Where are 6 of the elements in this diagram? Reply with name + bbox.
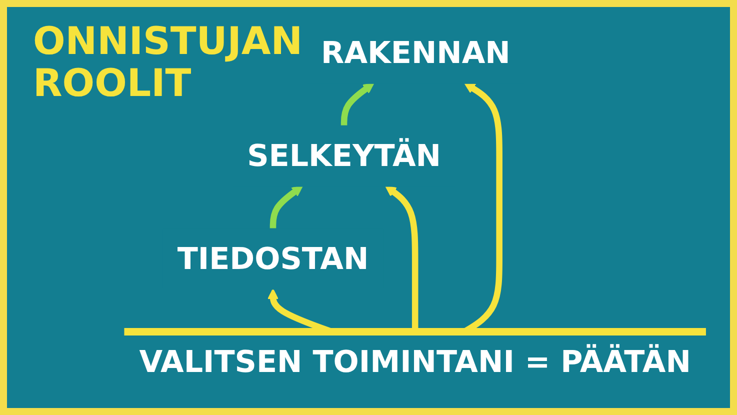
- title: ONNISTUJAN ROOLIT: [33, 21, 304, 105]
- node-text: SELKEYTÄN: [247, 138, 441, 174]
- arrow: [340, 82, 374, 126]
- arrow: [270, 186, 303, 229]
- node-text: RAKENNAN: [321, 36, 510, 71]
- node-text: TIEDOSTAN: [177, 241, 369, 277]
